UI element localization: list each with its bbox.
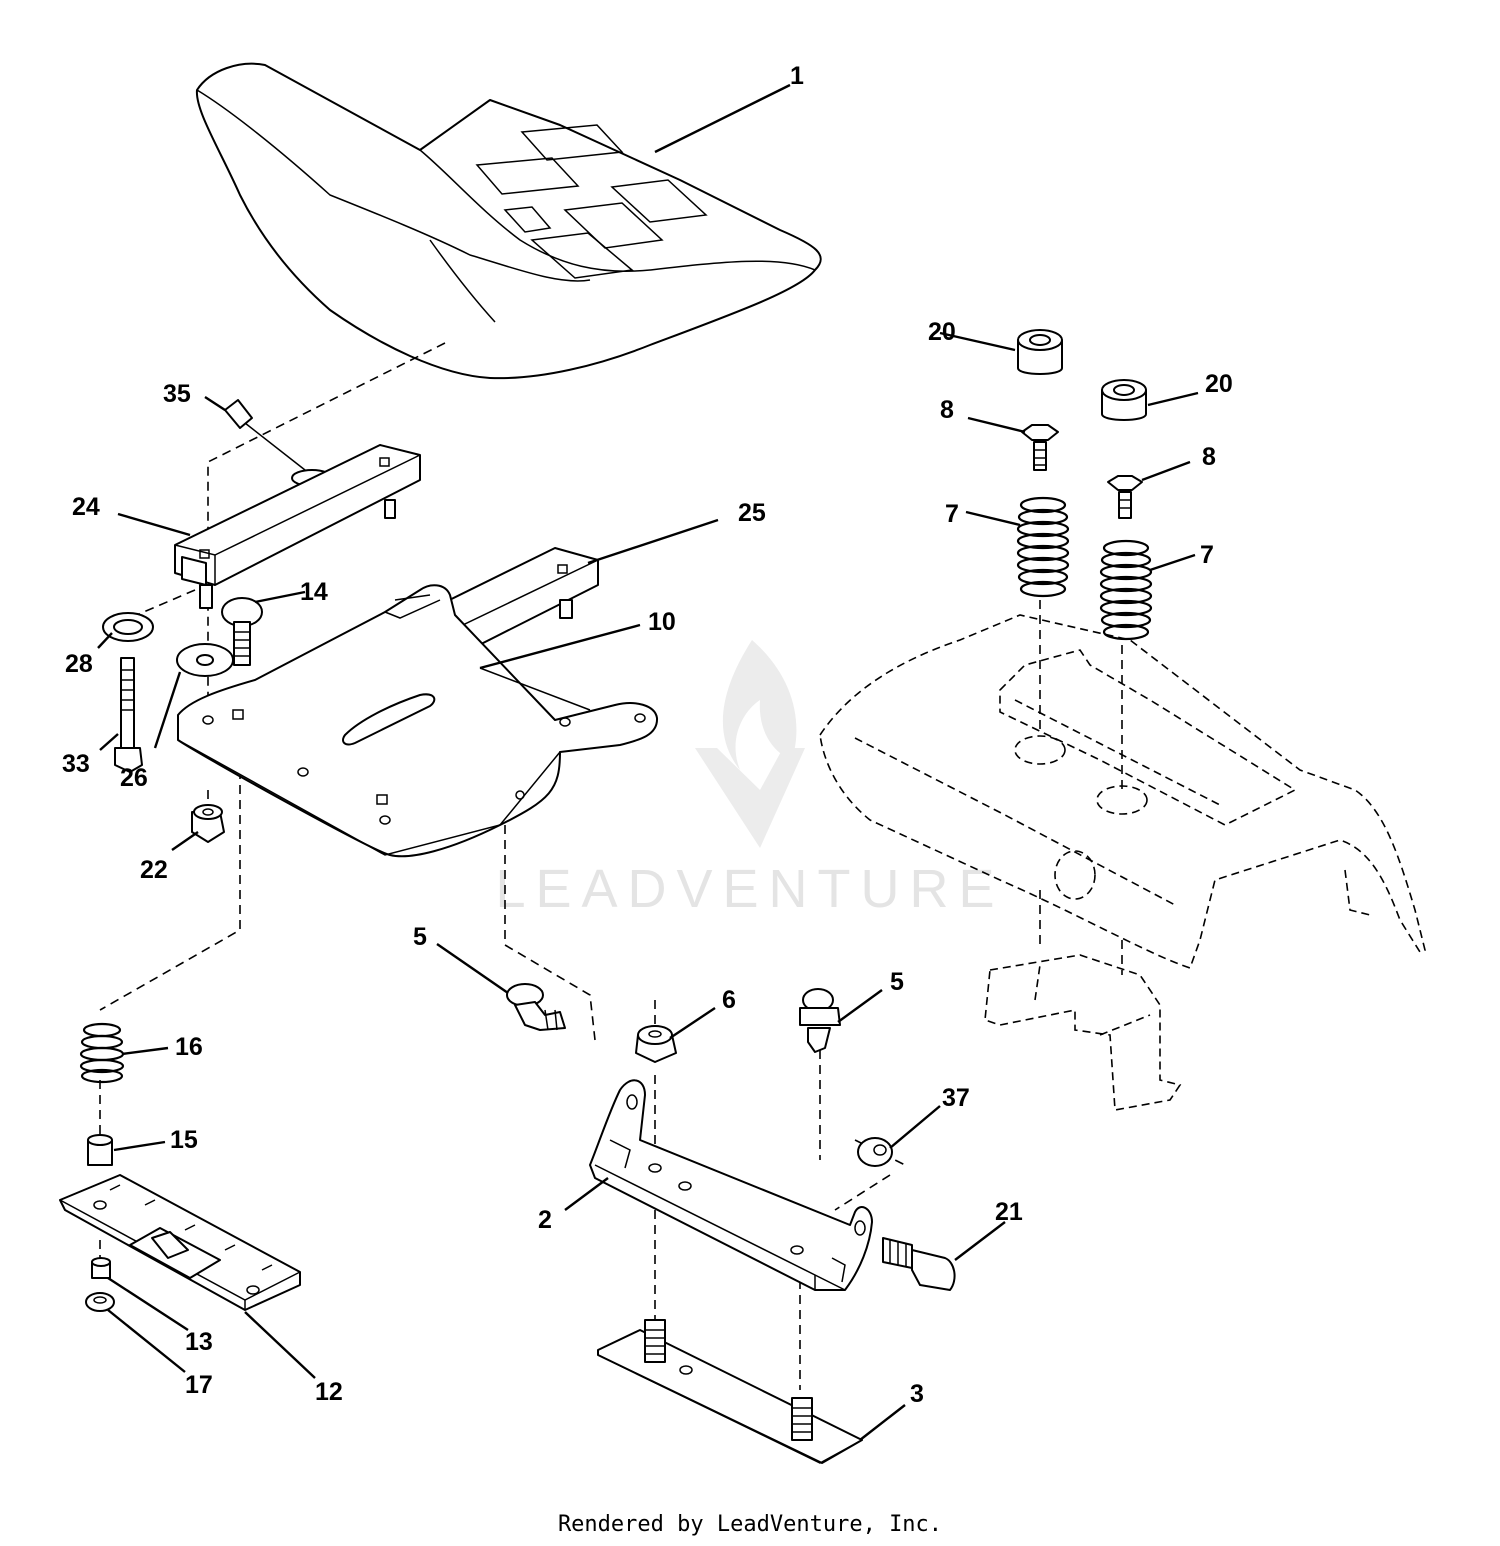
callout-part-7-right: 7 (1200, 541, 1214, 569)
callout-part-10: 10 (648, 608, 676, 636)
callout-part-15: 15 (170, 1126, 198, 1154)
bracket-plate-12 (59, 1174, 301, 1311)
callout-part-8-right: 8 (1202, 443, 1216, 471)
callout-part-2: 2 (538, 1206, 552, 1234)
callout-part-26: 26 (120, 764, 148, 792)
shoulder-bolt-21 (882, 1237, 956, 1291)
nut-22 (191, 804, 225, 843)
spacer-20-left (1017, 329, 1063, 375)
footer-credit: Rendered by LeadVenture, Inc. (557, 1512, 943, 1537)
fender-outline (819, 614, 1426, 1111)
carriage-bolt-14 (221, 597, 263, 666)
callout-part-37: 37 (942, 1084, 970, 1112)
callout-part-17: 17 (185, 1371, 213, 1399)
callout-part-35: 35 (163, 380, 191, 408)
seat-rail-24 (174, 444, 421, 609)
spring-16 (79, 1022, 125, 1084)
bolt-8-left (1021, 424, 1059, 471)
bushing-15 (87, 1134, 113, 1166)
callout-part-28: 28 (65, 650, 93, 678)
watermark-text: LEADVENTURE (495, 859, 1004, 919)
nut-37 (857, 1137, 893, 1167)
callout-part-5-left: 5 (413, 923, 427, 951)
washer-17 (85, 1292, 115, 1312)
callout-part-3: 3 (910, 1380, 924, 1408)
callout-part-25: 25 (738, 499, 766, 527)
callout-part-20-left: 20 (928, 318, 956, 346)
callout-part-16: 16 (175, 1033, 203, 1061)
leader-lines (97, 83, 1199, 1441)
watermark-logo-icon (695, 640, 805, 848)
callout-part-14: 14 (300, 578, 328, 606)
callout-part-1: 1 (790, 62, 804, 90)
callout-part-6: 6 (722, 986, 736, 1014)
nut-6 (635, 1025, 677, 1063)
clip-5-left (506, 983, 566, 1031)
callout-part-33: 33 (62, 750, 90, 778)
callout-part-5-right: 5 (890, 968, 904, 996)
bolt-8-right (1107, 475, 1143, 519)
callout-part-20-right: 20 (1205, 370, 1233, 398)
nut-13 (91, 1257, 111, 1279)
seat (195, 62, 822, 380)
lock-ring-28 (102, 612, 154, 642)
callout-part-22: 22 (140, 856, 168, 884)
pivot-bracket-2 (589, 1079, 873, 1291)
spring-7-right (1099, 539, 1153, 641)
callout-part-24: 24 (72, 493, 100, 521)
bolt-33 (114, 657, 143, 773)
washer-26 (176, 643, 234, 677)
switch-35 (224, 399, 333, 487)
callout-part-8-left: 8 (940, 396, 954, 424)
spring-7-left (1016, 496, 1070, 598)
base-plate-3 (597, 1319, 863, 1464)
clip-5-right (799, 988, 841, 1053)
callout-part-7-left: 7 (945, 500, 959, 528)
spacer-20-right (1101, 379, 1147, 421)
callout-part-12: 12 (315, 1378, 343, 1406)
callout-part-21: 21 (995, 1198, 1023, 1226)
callout-part-13: 13 (185, 1328, 213, 1356)
seat-pan-10 (177, 584, 659, 858)
